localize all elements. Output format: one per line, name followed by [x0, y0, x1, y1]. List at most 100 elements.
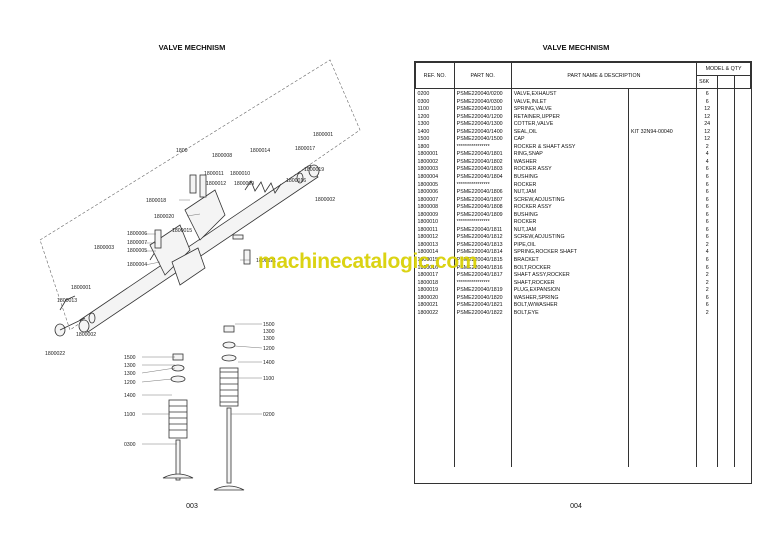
- table-filler-row: [416, 317, 751, 468]
- qty-cell: 2: [696, 272, 718, 280]
- remark-cell: [628, 98, 697, 107]
- right-page-title: VALVE MECHNISM: [542, 43, 610, 52]
- part-no-cell: PSME220040/0200: [453, 88, 512, 99]
- remark-cell: [628, 143, 697, 152]
- part-name-cell: SCREW,ADJUSTING: [510, 196, 629, 205]
- qty-cell: 6: [696, 196, 718, 205]
- part-no-cell: PSME220040/1807: [453, 196, 512, 205]
- remark-cell: [628, 158, 697, 167]
- qty-cell: 12: [696, 136, 718, 144]
- svg-text:1100: 1100: [124, 412, 135, 418]
- svg-text:1300: 1300: [124, 371, 136, 377]
- empty-cell: [733, 226, 751, 235]
- part-no-cell: ****************: [453, 143, 512, 152]
- qty-cell: 6: [696, 181, 718, 190]
- part-no-cell: PSME220040/1300: [453, 121, 512, 129]
- part-name-cell: BUSHING: [510, 174, 629, 182]
- ref-no-cell: 1800018: [417, 279, 439, 286]
- remark-cell: [628, 309, 697, 318]
- empty-cell: [733, 181, 751, 190]
- svg-text:1800022: 1800022: [45, 351, 65, 357]
- qty-cell: 2: [696, 241, 718, 250]
- part-name-cell: WASHER: [510, 158, 629, 167]
- empty-cell: [717, 106, 735, 114]
- empty-cell: [733, 113, 751, 122]
- part-name-cell: RING,SNAP: [510, 151, 629, 159]
- svg-text:1300: 1300: [263, 336, 275, 342]
- left-page-title: VALVE MECHNISM: [158, 43, 226, 52]
- ref-no-cell: 1200: [417, 113, 430, 120]
- ref-no-cell: 1800004: [417, 174, 439, 181]
- svg-text:1500: 1500: [263, 322, 275, 328]
- svg-text:1800007: 1800007: [127, 240, 147, 246]
- qty-cell: 6: [696, 98, 718, 107]
- part-name-cell: WASHER,SPRING: [510, 294, 629, 303]
- watermark: machinecatalogic.com: [258, 250, 478, 273]
- remark-cell: [628, 219, 697, 227]
- empty-cell: [733, 204, 751, 212]
- empty-cell: [733, 219, 751, 227]
- empty-cell: [717, 88, 735, 99]
- svg-text:1300: 1300: [124, 363, 136, 369]
- empty-cell: [733, 174, 751, 182]
- svg-text:1800014: 1800014: [250, 148, 270, 154]
- part-no-cell: PSME220040/0300: [453, 98, 512, 107]
- qty-cell: 12: [696, 128, 718, 137]
- empty-cell: [733, 264, 751, 273]
- remark-cell: [628, 294, 697, 303]
- part-name-cell: CAP: [510, 136, 629, 144]
- header-ref-no: REF. NO.: [415, 62, 455, 89]
- part-no-cell: PSME220040/1801: [453, 151, 512, 159]
- empty-cell: [717, 302, 735, 310]
- svg-text:1800004: 1800004: [127, 262, 147, 268]
- remark-cell: [628, 166, 697, 175]
- remark-cell: [628, 174, 697, 182]
- remark-cell: [628, 264, 697, 273]
- empty-cell: [717, 196, 735, 205]
- part-name-cell: ROCKER & SHAFT ASSY: [510, 143, 629, 152]
- part-no-cell: PSME220040/1816: [453, 264, 512, 273]
- qty-cell: 6: [696, 211, 718, 220]
- remark-cell: KIT 32N94-00040: [628, 128, 697, 137]
- ref-no-cell: 1800003: [417, 166, 439, 173]
- remark-cell: [628, 257, 697, 265]
- part-name-cell: NUT,JAM: [510, 226, 629, 235]
- svg-text:0200: 0200: [263, 412, 275, 418]
- empty-cell: [717, 219, 735, 227]
- part-name-cell: ROCKER: [510, 219, 629, 227]
- empty-cell: [733, 121, 751, 129]
- ref-no-cell: 1800001: [417, 151, 439, 158]
- remark-cell: [628, 302, 697, 310]
- ref-no-cell: 1100: [417, 106, 429, 113]
- empty-cell: [717, 272, 735, 280]
- qty-cell: 2: [696, 279, 718, 288]
- empty-cell: [733, 287, 751, 295]
- header-part-no: PART NO.: [453, 62, 512, 89]
- remark-cell: [628, 241, 697, 250]
- empty-cell: [717, 136, 735, 144]
- svg-text:1800006: 1800006: [127, 231, 147, 237]
- empty-cell: [717, 121, 735, 129]
- empty-cell: [733, 136, 751, 144]
- empty-cell: [717, 309, 735, 318]
- part-no-cell: PSME220040/1819: [453, 287, 512, 295]
- empty-cell: [717, 204, 735, 212]
- empty-cell: [717, 279, 735, 288]
- part-name-cell: SEAL,OIL: [510, 128, 629, 137]
- remark-cell: [628, 211, 697, 220]
- qty-cell: 4: [696, 151, 718, 159]
- remark-cell: [628, 106, 697, 114]
- remark-cell: [628, 136, 697, 144]
